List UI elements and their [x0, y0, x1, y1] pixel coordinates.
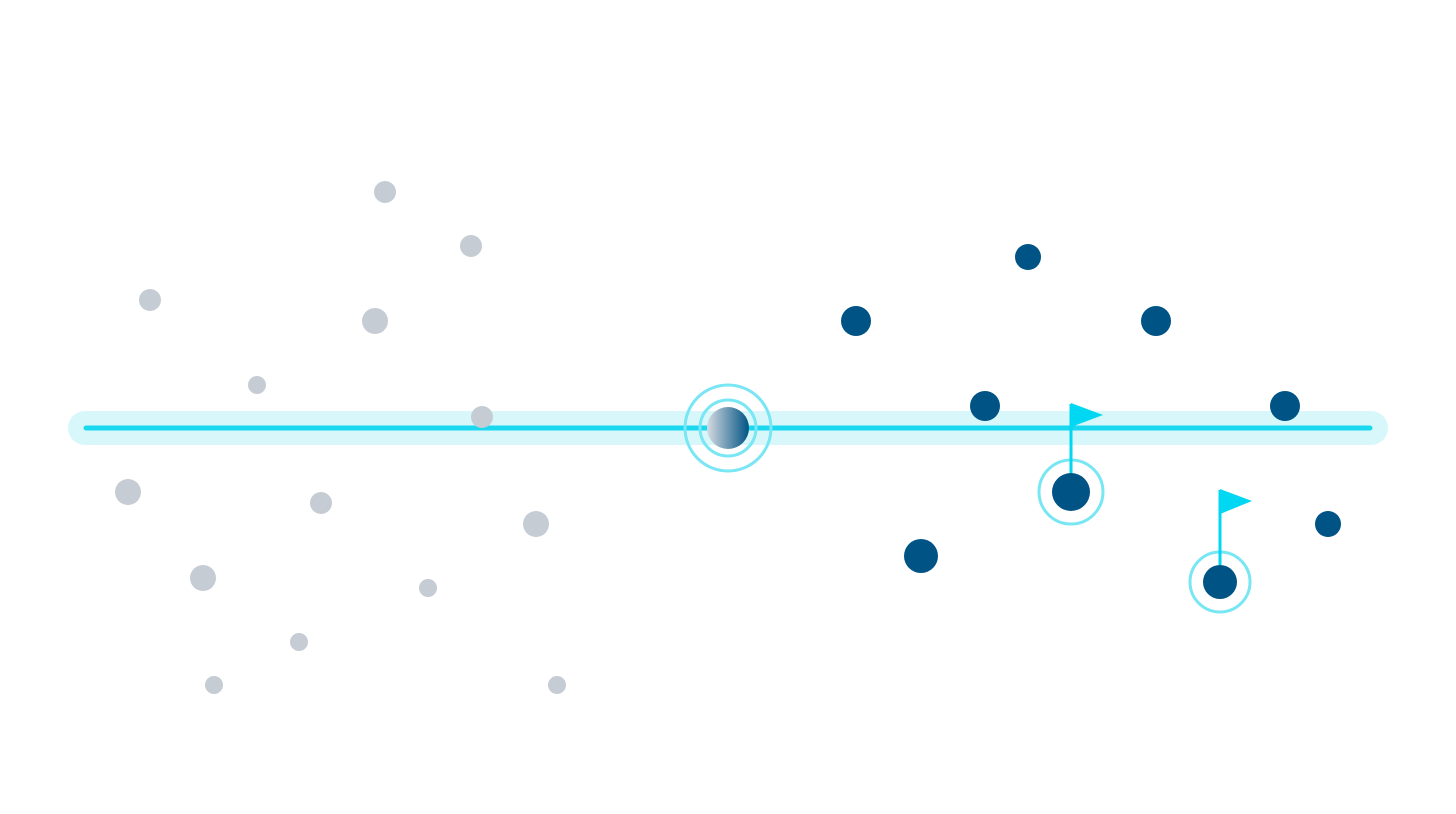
- active-dot: [970, 391, 1000, 421]
- flag-icon: [1069, 403, 1103, 473]
- inactive-dot: [419, 579, 437, 597]
- center-node-inner-ring: [698, 398, 758, 458]
- active-dot: [904, 539, 938, 573]
- inactive-dot: [139, 289, 161, 311]
- flagged-dot: [1037, 403, 1105, 526]
- inactive-dot: [205, 676, 223, 694]
- flag-banner: [1220, 489, 1252, 514]
- active-dot-group: [841, 244, 1341, 573]
- inactive-dot: [310, 492, 332, 514]
- inactive-dot: [115, 479, 141, 505]
- center-node: [707, 407, 749, 449]
- inactive-dot: [471, 406, 493, 428]
- flagged-dot-core: [1203, 565, 1237, 599]
- active-dot: [1315, 511, 1341, 537]
- inactive-dot: [548, 676, 566, 694]
- flag-banner: [1071, 403, 1103, 427]
- inactive-dot: [460, 235, 482, 257]
- inactive-dot: [362, 308, 388, 334]
- inactive-dot: [523, 511, 549, 537]
- inactive-dot: [374, 181, 396, 203]
- flagged-dot: [1188, 489, 1252, 614]
- flagged-dot-core: [1052, 473, 1090, 511]
- inactive-dot: [290, 633, 308, 651]
- center-node-icon: [683, 383, 773, 473]
- inactive-dot: [248, 376, 266, 394]
- active-dot: [1270, 391, 1300, 421]
- flag-icon: [1218, 489, 1252, 565]
- inactive-dot-group: [115, 181, 566, 694]
- active-dot: [1015, 244, 1041, 270]
- inactive-dot: [190, 565, 216, 591]
- active-dot: [841, 306, 871, 336]
- active-dot: [1141, 306, 1171, 336]
- center-node-outer-ring: [683, 383, 773, 473]
